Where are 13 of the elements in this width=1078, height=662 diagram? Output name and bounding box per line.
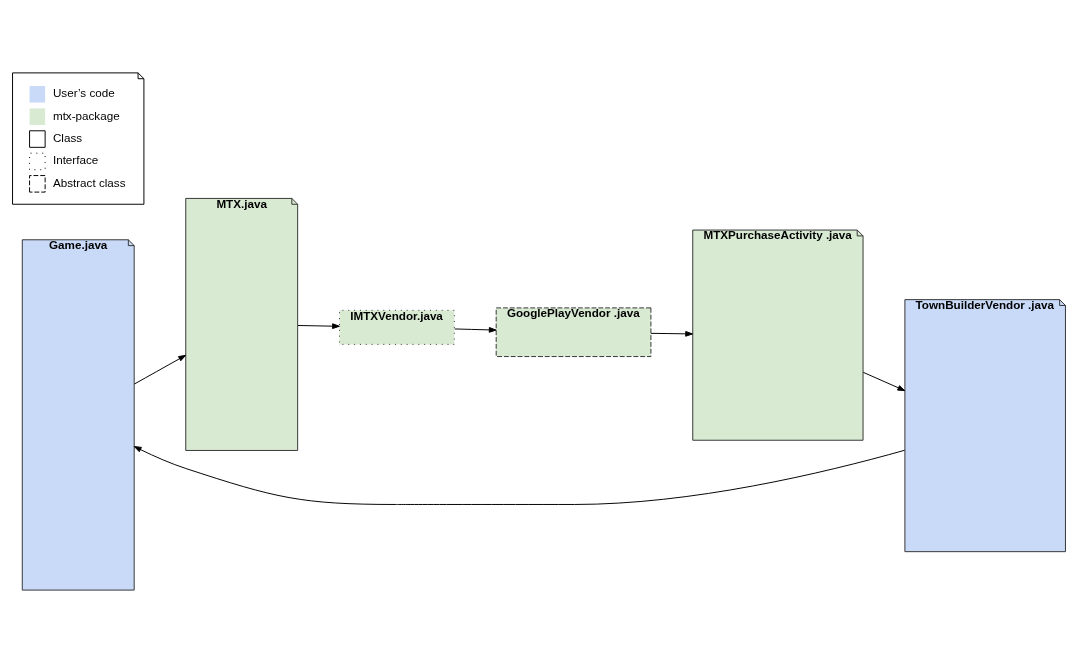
legend-label: Abstract class [52,175,126,189]
legend-label: mtx-package [52,108,120,122]
arrow [297,322,340,329]
arrow [454,326,497,333]
node-box: IMTXVendor.java [339,309,455,345]
legend-label: Interface [52,152,99,166]
arrow [133,445,906,505]
legend-label: Class [52,130,83,144]
node-box: GooglePlayVendor .java [495,306,652,357]
arrow [650,330,693,337]
legend-label: User’s code [52,85,115,99]
arrow [862,371,906,391]
arrow [133,354,187,385]
